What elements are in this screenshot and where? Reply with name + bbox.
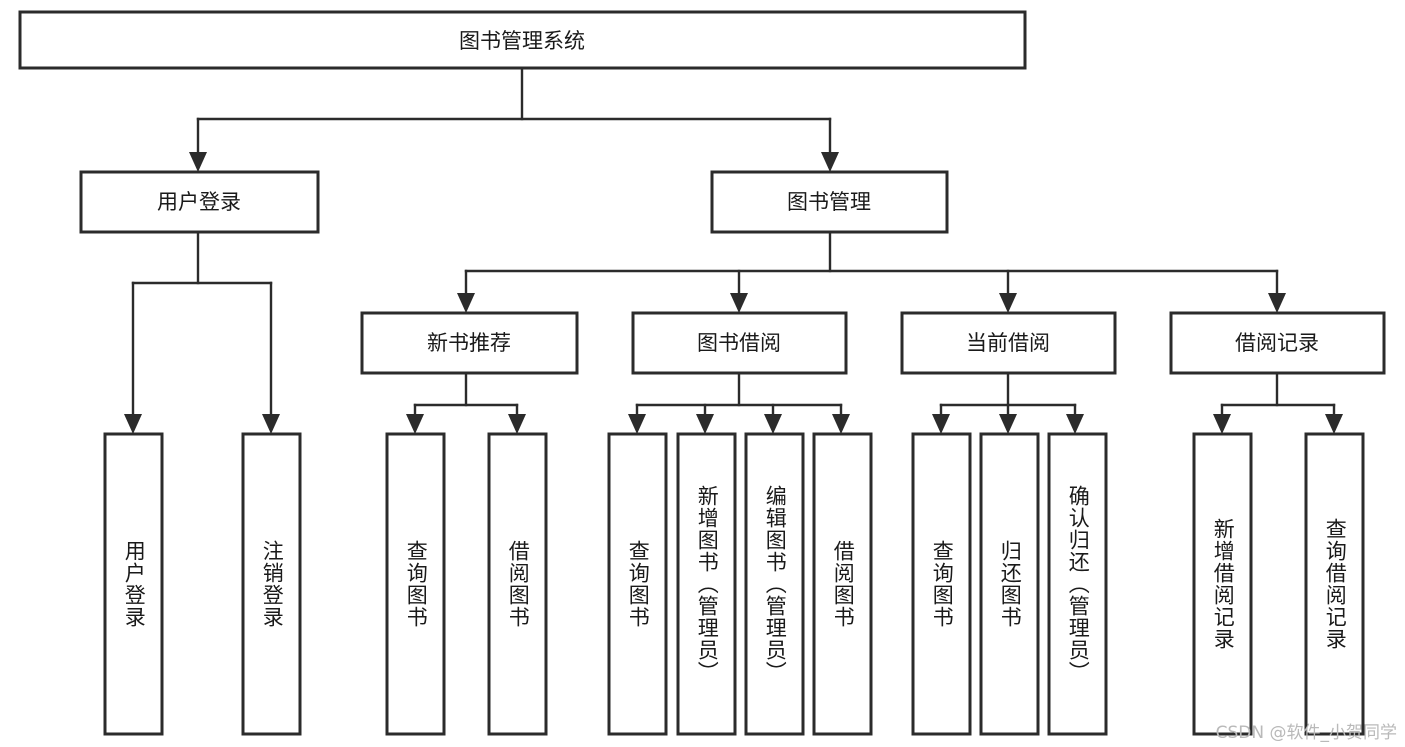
node-leaf-query-book-1[interactable] [385,432,446,736]
node-user-login-label: 用户登录 [157,190,241,214]
node-leaf-user-login-label: 用户登录 [122,540,147,628]
arrow-to-leaf-query-book-3 [932,414,950,434]
arrow-to-leaf-confirm-return [1066,414,1084,434]
node-leaf-borrow-book-1[interactable] [487,432,548,736]
node-leaf-query-book-3[interactable] [911,432,972,736]
arrow-to-book-manage [821,152,839,172]
node-leaf-add-record-label: 新增借阅记录 [1211,518,1236,650]
connector-group-book-manage [457,230,1286,313]
node-root-label: 图书管理系统 [459,29,585,53]
node-leaf-user-login[interactable] [103,432,164,736]
node-leaf-return-book-label: 归还图书 [998,540,1023,628]
connector-group-borrow-record [1213,371,1343,434]
node-book-manage[interactable] [710,170,949,234]
node-leaf-query-book-1-label: 查询图书 [404,540,429,628]
arrow-to-leaf-borrow-book-1 [508,414,526,434]
node-leaf-add-book[interactable] [676,432,737,736]
node-leaf-query-book-3-label: 查询图书 [930,540,955,628]
arrow-to-leaf-query-book-1 [406,414,424,434]
node-new-book-rec[interactable] [360,311,579,375]
node-leaf-add-book-label: 新增图书（管理员） [695,485,720,683]
node-current-borrow-label: 当前借阅 [966,331,1050,355]
arrow-to-leaf-edit-book [764,414,782,434]
arrow-to-book-borrow [730,293,748,313]
arrow-to-leaf-add-record [1213,414,1231,434]
node-root[interactable] [18,10,1027,70]
connector-group-root [189,66,839,172]
arrow-to-leaf-borrow-book-2 [832,414,850,434]
arrow-to-leaf-user-login [124,414,142,434]
node-leaf-edit-book[interactable] [744,432,805,736]
arrow-to-leaf-return-book [999,414,1017,434]
node-borrow-record-label: 借阅记录 [1235,331,1319,355]
csdn-watermark: CSDN @软件_小贺同学 [1215,723,1397,743]
connector-group-book-borrow [628,371,850,434]
node-new-book-rec-label: 新书推荐 [427,331,511,355]
node-leaf-query-book-2[interactable] [607,432,668,736]
arrow-to-leaf-user-logout [262,414,280,434]
node-leaf-query-record[interactable] [1304,432,1365,736]
node-leaf-return-book[interactable] [979,432,1040,736]
connector-group-user-login [124,230,280,434]
node-borrow-record[interactable] [1169,311,1386,375]
node-book-borrow-label: 图书借阅 [697,331,781,355]
arrow-to-new-book-rec [457,293,475,313]
arrow-to-leaf-add-book [696,414,714,434]
node-leaf-borrow-book-2[interactable] [812,432,873,736]
node-leaf-edit-book-label: 编辑图书（管理员） [763,485,788,683]
node-leaf-user-logout[interactable] [241,432,302,736]
arrow-to-current-borrow [999,293,1017,313]
node-book-borrow[interactable] [631,311,848,375]
connector-group-new-book-rec [406,371,526,434]
node-leaf-borrow-book-2-label: 借阅图书 [831,540,856,628]
arrow-to-user-login [189,152,207,172]
arrow-to-borrow-record [1268,293,1286,313]
node-leaf-query-record-label: 查询借阅记录 [1323,518,1348,650]
node-leaf-confirm-return[interactable] [1047,432,1108,736]
arrow-to-leaf-query-book-2 [628,414,646,434]
node-current-borrow[interactable] [900,311,1117,375]
connector-group-current-borrow [932,371,1084,434]
node-leaf-query-book-2-label: 查询图书 [626,540,651,628]
node-leaf-add-record[interactable] [1192,432,1253,736]
node-leaf-confirm-return-label: 确认归还（管理员） [1066,485,1091,683]
node-book-manage-label: 图书管理 [787,190,871,214]
arrow-to-leaf-query-record [1325,414,1343,434]
node-leaf-user-logout-label: 注销登录 [260,540,285,628]
node-leaf-borrow-book-1-label: 借阅图书 [506,540,531,628]
node-user-login[interactable] [79,170,320,234]
